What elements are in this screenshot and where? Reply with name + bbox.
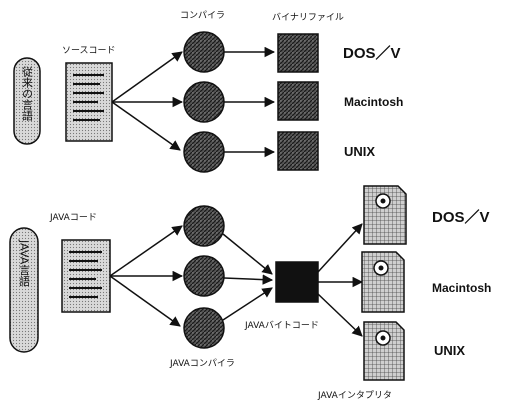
- platform-label-macintosh: Macintosh: [344, 95, 403, 109]
- binary-file-icon: [277, 33, 319, 73]
- java-compiler-icon: [183, 307, 225, 349]
- java-code-label: JAVAコード: [49, 213, 97, 223]
- java-side-label: JAVA言語: [18, 239, 31, 287]
- java-interpreter-icon: [361, 251, 405, 313]
- bytecode-icon: [275, 261, 319, 303]
- traditional-side-pill: [13, 57, 41, 145]
- java-compiler-icon: [183, 205, 225, 247]
- java-compiler-icon: [183, 255, 225, 297]
- java-language-section: JAVA言語 JAVAコード JAVAバイトコード JAVAコンパイラ: [9, 185, 491, 401]
- compiler-icon: [183, 31, 225, 73]
- java-interpreter-icon: [363, 185, 407, 245]
- source-code-label: ソースコード: [62, 46, 116, 56]
- binary-file-label: バイナリファイル: [272, 12, 344, 23]
- traditional-side-label: 従来の言語: [21, 66, 34, 122]
- compiler-icon: [183, 81, 225, 123]
- java-source-document-icon: [61, 239, 111, 313]
- java-platform-label-unix: UNIX: [434, 343, 465, 358]
- java-platform-label-macintosh: Macintosh: [432, 281, 491, 295]
- platform-label-unix: UNIX: [344, 144, 375, 159]
- java-bytecode-label: JAVAバイトコード: [244, 320, 319, 331]
- java-side-pill: [9, 227, 39, 353]
- java-interpreter-label: JAVAインタプリタ: [317, 390, 392, 401]
- source-document-icon: [65, 62, 113, 142]
- traditional-language-section: 従来の言語 コンパイラ バイナリファイル ソースコード DOS／V Macint…: [13, 10, 403, 173]
- java-platform-label-dosv: DOS／V: [432, 208, 490, 226]
- java-compiler-label: JAVAコンパイラ: [169, 358, 235, 369]
- compiler-icon: [183, 131, 225, 173]
- platform-label-dosv: DOS／V: [343, 44, 401, 62]
- java-interpreter-icon: [363, 321, 405, 381]
- binary-file-icon: [277, 131, 319, 171]
- binary-file-icon: [277, 81, 319, 121]
- compiler-label: コンパイラ: [180, 10, 225, 21]
